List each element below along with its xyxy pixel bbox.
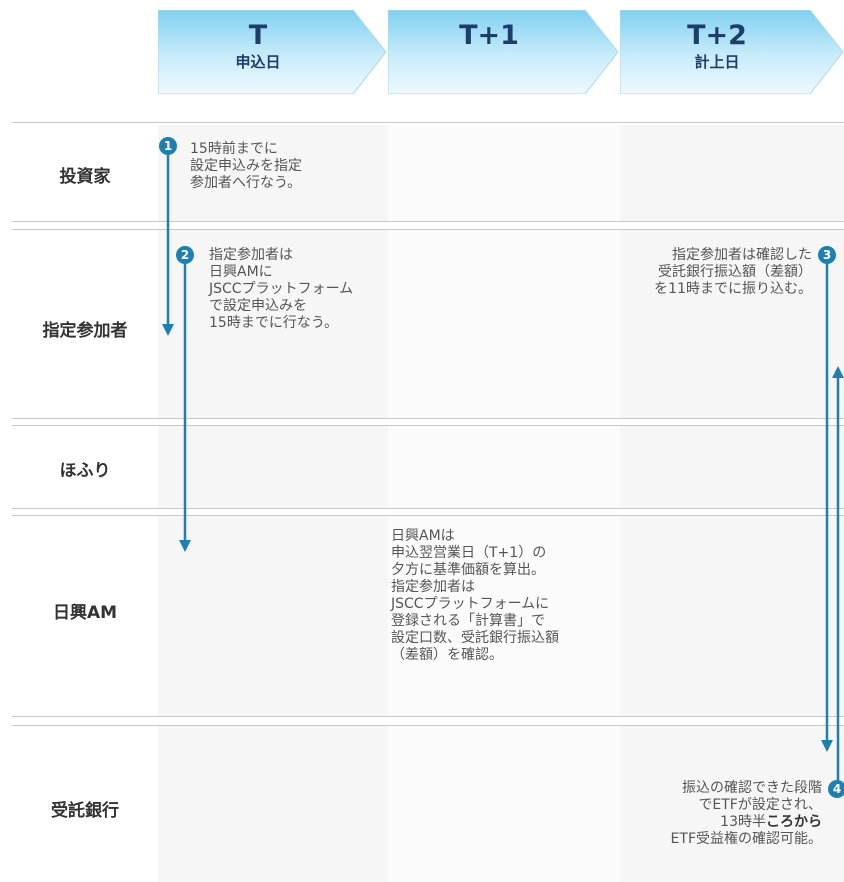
- note-line: 夕方に基準価額を算出。: [391, 562, 545, 578]
- phase-day: T+1: [459, 20, 519, 51]
- note-line: 指定参加者は: [391, 579, 475, 595]
- step-text-line: ETF受益権の確認可能。: [670, 831, 822, 847]
- nikko-am-note: 日興AMは 申込翌営業日（T+1）の 夕方に基準価額を算出。 指定参加者は JS…: [391, 528, 559, 664]
- step-text-emphasis: ころから: [766, 814, 822, 830]
- cell-T: [158, 125, 388, 221]
- phase-T1: T+1: [388, 10, 620, 94]
- step-text-line: 振込の確認できた段階: [682, 780, 822, 796]
- phase-arrow-shape: [158, 10, 387, 94]
- phase-name: 計上日: [694, 53, 740, 71]
- phase-name: 申込日: [235, 53, 281, 71]
- row-divider: [12, 221, 844, 222]
- step-1-text: 15時前までに 設定申込みを指定 参加者へ行なう。: [190, 141, 302, 192]
- cell-T1: [388, 230, 620, 418]
- row-divider: [12, 122, 844, 123]
- row-label-hofuri: ほふり: [59, 461, 111, 481]
- phase-T2: T+2 計上日: [620, 10, 844, 94]
- note-line: 日興AMは: [391, 528, 455, 544]
- step-4-badge: 4: [828, 780, 844, 798]
- note-line: 設定口数、受託銀行振込額: [391, 630, 559, 646]
- cell-T1: [388, 125, 620, 221]
- row-label-investor: 投資家: [59, 167, 111, 187]
- row-trust-bank: [158, 726, 844, 882]
- note-line: JSCCプラットフォームに: [391, 596, 550, 612]
- step-text-line: 15時までに行なう。: [209, 315, 338, 331]
- cell-T1: [388, 426, 620, 508]
- phase-label: T 申込日: [158, 22, 358, 70]
- step-3-badge: 3: [818, 246, 836, 264]
- note-line: 登録される「計算書」で: [391, 613, 545, 629]
- note-line: （差額）を確認。: [391, 647, 503, 663]
- phase-label: T+2 計上日: [620, 22, 814, 70]
- cell-T2: [620, 426, 844, 508]
- step-text-line: 指定参加者は: [209, 247, 293, 263]
- step-text-line: 15時前までに: [190, 141, 278, 157]
- row-nikko-am: [158, 516, 844, 716]
- phase-day: T: [248, 20, 268, 51]
- row-divider: [12, 508, 844, 509]
- cell-T2: [620, 230, 844, 418]
- row-divider: [12, 515, 844, 516]
- cell-T: [158, 516, 388, 716]
- phase-arrow-shape: [388, 10, 619, 94]
- cell-T: [158, 426, 388, 508]
- step-text-time: 13時半: [720, 814, 766, 830]
- phase-T: T 申込日: [158, 10, 388, 94]
- cell-T: [158, 230, 388, 418]
- row-divider: [12, 716, 844, 717]
- row-divider: [12, 725, 844, 726]
- cell-T1: [388, 726, 620, 882]
- step-text-line: JSCCプラットフォーム: [209, 281, 354, 297]
- row-divider: [12, 425, 844, 426]
- cell-T: [158, 726, 388, 882]
- row-label-nikko-am: 日興AM: [52, 603, 118, 623]
- note-line: 申込翌営業日（T+1）の: [391, 545, 547, 561]
- row-divider: [12, 418, 844, 419]
- phase-day: T+2: [687, 20, 747, 51]
- step-text-line: でETFが設定され、: [698, 797, 822, 813]
- step-text-line: 日興AMに: [209, 264, 273, 280]
- step-2-badge: 2: [176, 246, 194, 264]
- cell-T2: [620, 516, 844, 716]
- row-divider: [12, 229, 844, 230]
- phase-label: T+1: [388, 22, 590, 55]
- step-text-line: 参加者へ行なう。: [190, 175, 302, 191]
- row-hofuri: [158, 426, 844, 508]
- step-text-line: 13時半ころから: [671, 814, 822, 831]
- step-1-badge: 1: [159, 137, 177, 155]
- step-3-text: 指定参加者は確認した 受託銀行振込額（差額） を11時までに振り込む。: [654, 247, 812, 298]
- cell-T1: [388, 516, 620, 716]
- step-4-text: 振込の確認できた段階 でETFが設定され、 13時半ころから ETF受益権の確認…: [671, 780, 822, 848]
- step-text-line: を11時までに振り込む。: [654, 281, 812, 297]
- step-text-line: 指定参加者は確認した: [672, 247, 812, 263]
- cell-T2: [620, 726, 844, 882]
- cell-T2: [620, 125, 844, 221]
- step-text-line: 設定申込みを指定: [190, 158, 302, 174]
- row-participant: [158, 230, 844, 418]
- step-text-line: 受託銀行振込額（差額）: [658, 264, 812, 280]
- step-text-line: で設定申込みを: [209, 298, 307, 314]
- row-label-trust-bank: 受託銀行: [51, 801, 119, 821]
- row-label-participant: 指定参加者: [42, 321, 128, 341]
- phase-arrow-shape: [620, 10, 844, 94]
- row-investor: [158, 125, 844, 221]
- step-2-text: 指定参加者は 日興AMに JSCCプラットフォーム で設定申込みを 15時までに…: [209, 247, 353, 332]
